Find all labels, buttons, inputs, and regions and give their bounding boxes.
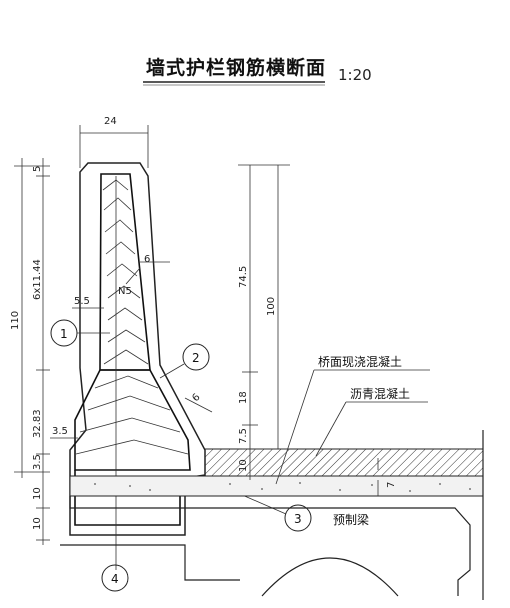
dim-top-width: 24 bbox=[104, 116, 117, 127]
callout-2: 2 bbox=[159, 343, 210, 379]
dim-3-5-left: 3.5 bbox=[32, 454, 43, 470]
rebar-cage-lower bbox=[74, 369, 191, 471]
scale-label: 1:20 bbox=[338, 66, 372, 84]
label-precast-beam: 预制梁 bbox=[333, 512, 369, 527]
dim-74-5: 74.5 bbox=[238, 266, 249, 288]
dim-5-top: 5 bbox=[32, 166, 43, 172]
svg-text:2: 2 bbox=[192, 351, 200, 365]
drawing-title: 墙式护栏钢筋横断面 bbox=[146, 56, 326, 79]
asphalt-layer-hatched bbox=[204, 448, 484, 477]
beam-arch bbox=[261, 557, 399, 597]
dim-7: 7 bbox=[386, 482, 397, 488]
rebar-chevrons bbox=[75, 179, 189, 455]
label-n5: N5 bbox=[118, 286, 132, 297]
cast-concrete-layer bbox=[69, 475, 484, 497]
dim-3-5-lower: 3.5 bbox=[52, 426, 68, 437]
callout-1: 1 bbox=[50, 319, 110, 347]
dim-6-upper: 6 bbox=[144, 254, 150, 265]
dim-18: 18 bbox=[238, 391, 249, 404]
dim-7-5: 7.5 bbox=[238, 428, 249, 444]
dim-6-lower: 6 bbox=[190, 392, 202, 404]
left-dim-ticks bbox=[14, 165, 50, 541]
beam-lower-flange bbox=[60, 544, 240, 581]
precast-beam-outline bbox=[69, 496, 471, 596]
callout-3: 3 bbox=[239, 493, 312, 532]
dim-10-right: 10 bbox=[238, 459, 249, 472]
callout-4: 4 bbox=[101, 564, 129, 592]
rebar-stirrup-bottom bbox=[74, 470, 181, 526]
concrete-speckle bbox=[94, 482, 471, 492]
dim-6-lower-line bbox=[184, 397, 213, 413]
svg-text:4: 4 bbox=[111, 572, 119, 586]
label-cast-concrete: 桥面现浇混凝土 bbox=[318, 354, 402, 369]
label-asphalt-leader bbox=[315, 401, 347, 457]
label-cast-concrete-leader bbox=[275, 369, 315, 485]
dim-32-83: 32.83 bbox=[32, 409, 43, 438]
dim-6x11: 6x11.44 bbox=[32, 259, 43, 300]
barrier-outline bbox=[69, 162, 206, 536]
dim-10-left-a: 10 bbox=[32, 487, 43, 500]
n5-leader bbox=[125, 267, 141, 285]
svg-text:1: 1 bbox=[60, 327, 68, 341]
dim-5-5: 5.5 bbox=[74, 296, 90, 307]
dim-10-left-b: 10 bbox=[32, 517, 43, 530]
dim-100: 100 bbox=[266, 297, 277, 316]
label-asphalt-concrete: 沥青混凝土 bbox=[350, 386, 410, 401]
svg-text:3: 3 bbox=[294, 512, 302, 526]
dim-110: 110 bbox=[10, 311, 21, 330]
